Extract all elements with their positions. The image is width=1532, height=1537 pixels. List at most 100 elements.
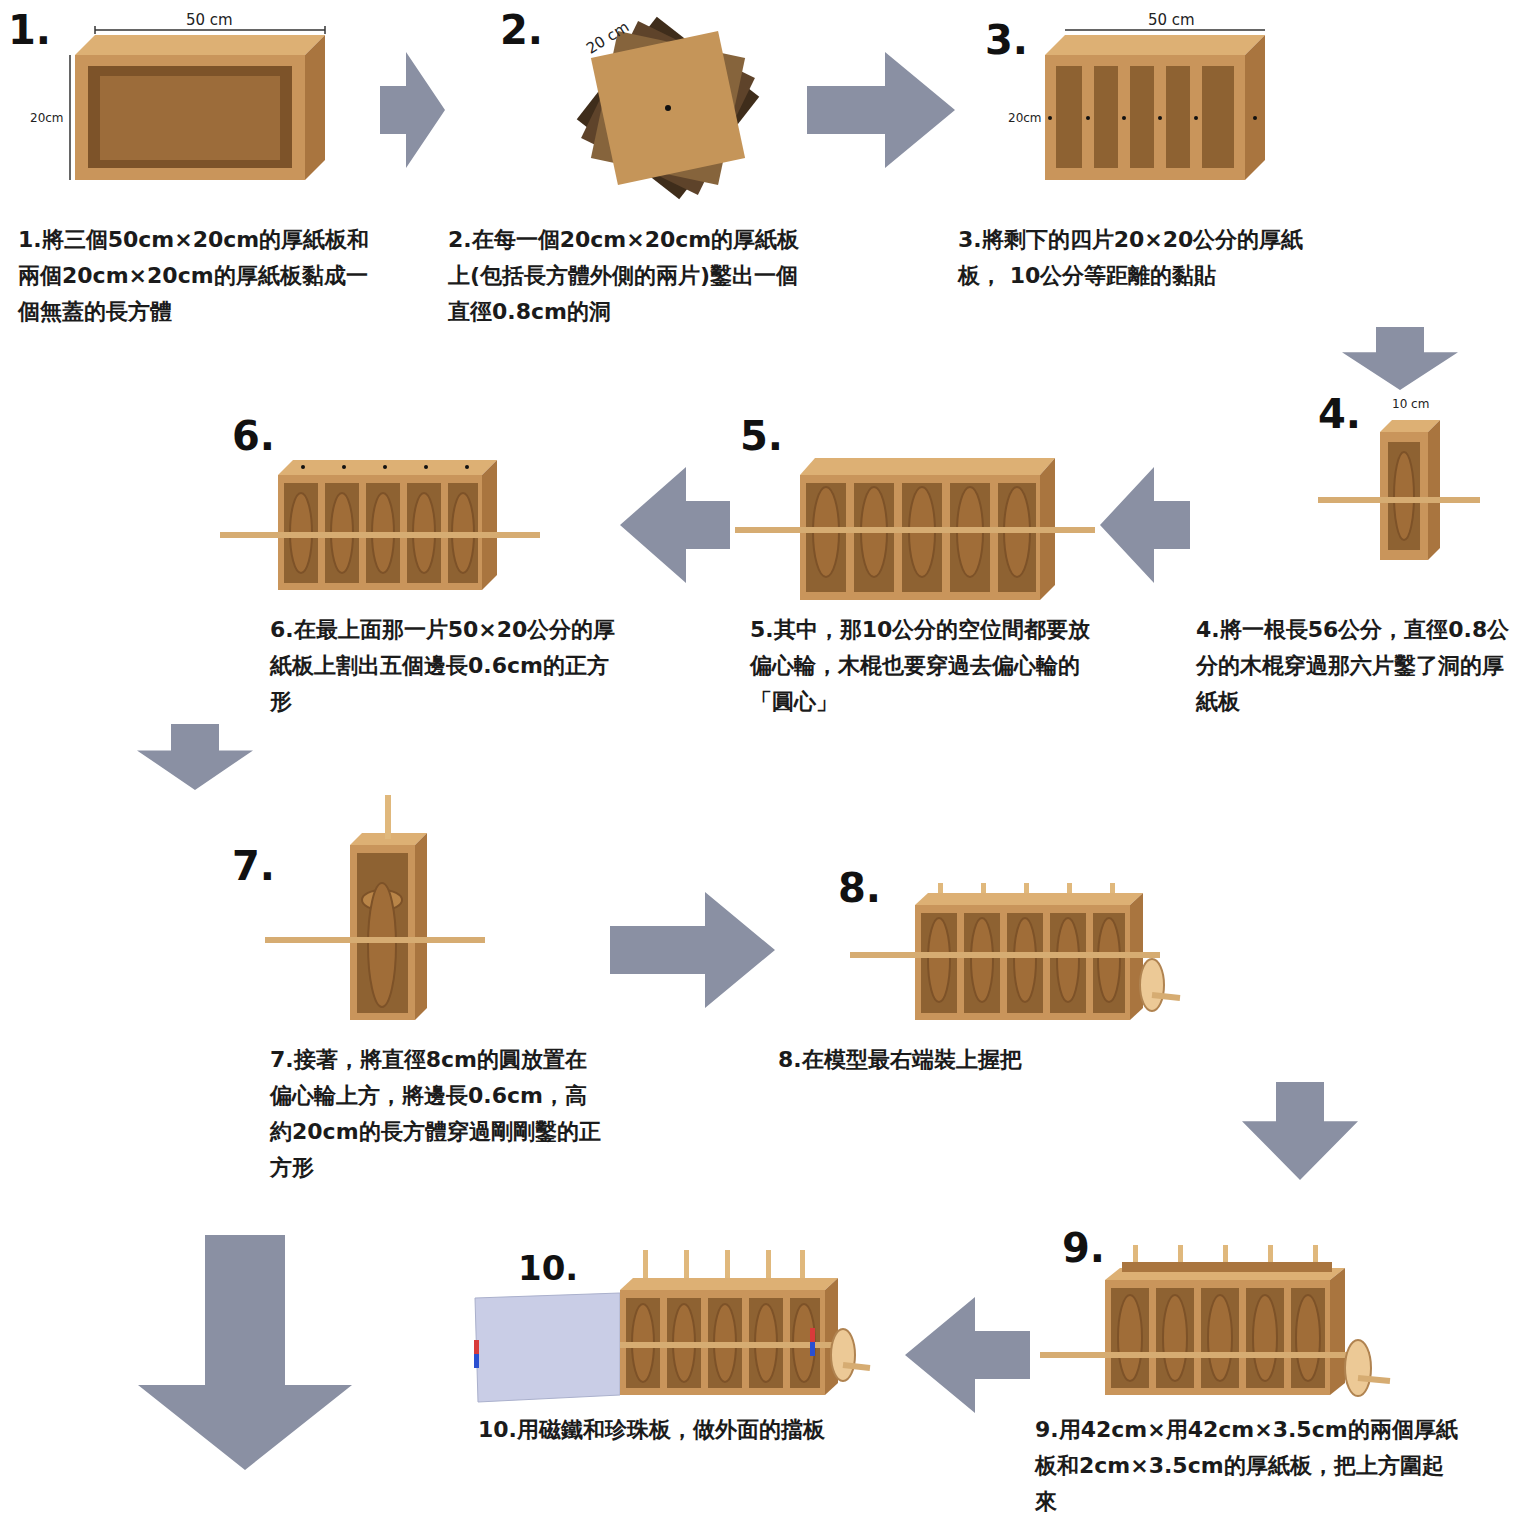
five-unit-box bbox=[735, 458, 1095, 600]
open-box-part bbox=[324, 26, 326, 34]
open-box-part bbox=[305, 35, 325, 180]
five-unit-box-part bbox=[854, 483, 894, 592]
model-with-panel-part bbox=[643, 1250, 648, 1280]
model-with-panel-part bbox=[766, 1250, 771, 1280]
model-with-frame-part bbox=[1201, 1288, 1239, 1388]
step-caption: 9.用42cm×用42cm×3.5cm的兩個厚紙板和2cm×3.5cm的厚紙板，… bbox=[1035, 1412, 1460, 1520]
model-with-handle-part bbox=[964, 913, 1000, 1013]
model-with-frame-part bbox=[1163, 1295, 1187, 1381]
unit-with-stick-part bbox=[385, 795, 391, 839]
model-with-frame-part bbox=[1345, 1340, 1371, 1396]
model-with-panel-part bbox=[725, 1250, 730, 1280]
step-panel: 7. 7.接著，將直徑8cm的圓放置在偏心輪上方，將邊長0.6cm，高約20cm的… bbox=[150, 790, 610, 1190]
model-with-frame-part bbox=[1118, 1295, 1142, 1381]
single-unit-part bbox=[1428, 420, 1440, 560]
slotted-box-part bbox=[342, 465, 346, 469]
slotted-box-part bbox=[465, 465, 469, 469]
step-panel: 4.4.將一根長56公分，直徑0.8公分的木棍穿過那六片鑿了洞的厚紙板 bbox=[1190, 390, 1526, 724]
open-box-part bbox=[95, 29, 325, 31]
dimension-label: 10 cm bbox=[1392, 398, 1429, 411]
flow-arrow bbox=[610, 892, 775, 1008]
five-unit-box-part bbox=[998, 483, 1036, 592]
step-number: 7. bbox=[232, 844, 275, 888]
step-panel: 5.5.其中，那10公分的空位間都要放偏心輪，木棍也要穿過去偏心輪的「圓心」 bbox=[730, 410, 1100, 745]
step-number: 2. bbox=[500, 8, 543, 52]
divided-box-part bbox=[1154, 66, 1166, 168]
model-with-handle-part bbox=[850, 952, 1160, 958]
divided-box-part bbox=[1045, 35, 1265, 55]
model-with-frame-part bbox=[1105, 1280, 1330, 1395]
open-box-part bbox=[88, 66, 292, 168]
unit-with-stick-part bbox=[368, 883, 396, 1007]
five-unit-box-part bbox=[806, 483, 846, 592]
step-panel: 10.10.用磁鐵和珍珠板，做外面的擋板 bbox=[470, 1240, 905, 1510]
step-number: 3. bbox=[985, 18, 1028, 62]
step-number: 9. bbox=[1062, 1226, 1105, 1270]
model-with-frame-part bbox=[1111, 1288, 1149, 1388]
step-caption: 6.在最上面那一片50×20公分的厚紙板上割出五個邊長0.6cm的正方形 bbox=[270, 612, 618, 720]
model-with-frame-part bbox=[1296, 1295, 1320, 1381]
open-box-part bbox=[75, 35, 325, 55]
step-panel: 8. 8.在模型最右端裝上握把 bbox=[775, 860, 1360, 1082]
unit-with-stick-part bbox=[357, 853, 408, 1013]
divided-box-part bbox=[1086, 116, 1090, 120]
step-number: 8. bbox=[838, 866, 881, 910]
step-panel: 9. 9.用42cm×用42cm×3.5cm的兩個厚紙板和2cm×3.5cm的厚紙… bbox=[1030, 1180, 1525, 1530]
divided-box-part bbox=[1194, 116, 1198, 120]
divided-box-part bbox=[1082, 66, 1094, 168]
model-with-panel-part bbox=[475, 1293, 620, 1402]
open-box bbox=[70, 26, 325, 180]
dimension-label: 50 cm bbox=[1148, 12, 1195, 29]
slotted-box-part bbox=[220, 532, 540, 538]
unit-with-stick bbox=[265, 795, 485, 1020]
single-unit-part bbox=[1394, 452, 1414, 540]
model-with-handle-part bbox=[928, 918, 950, 1002]
five-unit-box-part bbox=[950, 483, 990, 592]
unit-with-stick-part bbox=[415, 833, 427, 1020]
flow-arrow bbox=[138, 1235, 352, 1470]
flow-arrow bbox=[380, 52, 445, 168]
step-caption: 4.將一根長56公分，直徑0.8公分的木棍穿過那六片鑿了洞的厚紙板 bbox=[1196, 612, 1522, 720]
dimension-label: 20cm bbox=[30, 112, 64, 125]
open-box-part bbox=[94, 26, 96, 34]
step-number: 1. bbox=[8, 8, 51, 52]
five-unit-box-part bbox=[735, 527, 1095, 533]
single-unit-part bbox=[1388, 442, 1420, 550]
slotted-box-part bbox=[424, 465, 428, 469]
model-with-panel-part bbox=[810, 1342, 815, 1356]
step-caption: 7.接著，將直徑8cm的圓放置在偏心輪上方，將邊長0.6cm，高約20cm的長方… bbox=[270, 1042, 606, 1186]
model-with-panel bbox=[474, 1250, 870, 1402]
five-unit-box-part bbox=[800, 458, 1055, 475]
slotted-box-part bbox=[383, 465, 387, 469]
model-with-frame-part bbox=[1208, 1295, 1232, 1381]
flow-arrow bbox=[137, 724, 253, 790]
divided-box-part bbox=[1158, 116, 1162, 120]
model-with-panel-part bbox=[810, 1328, 815, 1342]
open-box-part bbox=[75, 55, 305, 180]
step-number: 6. bbox=[232, 414, 275, 458]
model-with-handle-part bbox=[915, 905, 1130, 1020]
model-with-panel-part bbox=[831, 1329, 855, 1381]
five-unit-box-part bbox=[902, 483, 942, 592]
step-caption: 8.在模型最右端裝上握把 bbox=[778, 1042, 1108, 1078]
single-unit-part bbox=[1318, 497, 1480, 503]
open-box-part bbox=[100, 76, 280, 160]
flow-arrow bbox=[1342, 327, 1458, 390]
model-with-handle-part bbox=[921, 913, 957, 1013]
step-panel: 3. 3.將剩下的四片20×20公分的厚紙板， 10公分等距離的黏貼 bbox=[955, 5, 1460, 327]
model-with-frame-part bbox=[1246, 1288, 1284, 1388]
model-with-frame-part bbox=[1122, 1262, 1332, 1272]
dimension-label: 50 cm bbox=[186, 12, 233, 29]
flow-arrow bbox=[905, 1297, 1030, 1413]
step-caption: 3.將剩下的四片20×20公分的厚紙板， 10公分等距離的黏貼 bbox=[958, 222, 1313, 294]
divided-box-part bbox=[1122, 116, 1126, 120]
model-with-frame-part bbox=[1040, 1352, 1370, 1358]
model-with-panel-part bbox=[620, 1278, 838, 1290]
slotted-box-part bbox=[278, 460, 497, 475]
step-number: 5. bbox=[740, 414, 783, 458]
model-with-frame-part bbox=[1253, 1295, 1277, 1381]
square-boards-part bbox=[591, 31, 745, 185]
single-unit-part bbox=[1380, 432, 1428, 560]
step-panel: 1.1.將三個50cm×20cm的厚紙板和兩個20cm×20cm的厚紙板黏成一個… bbox=[5, 5, 380, 334]
model-with-panel-part bbox=[474, 1354, 479, 1368]
